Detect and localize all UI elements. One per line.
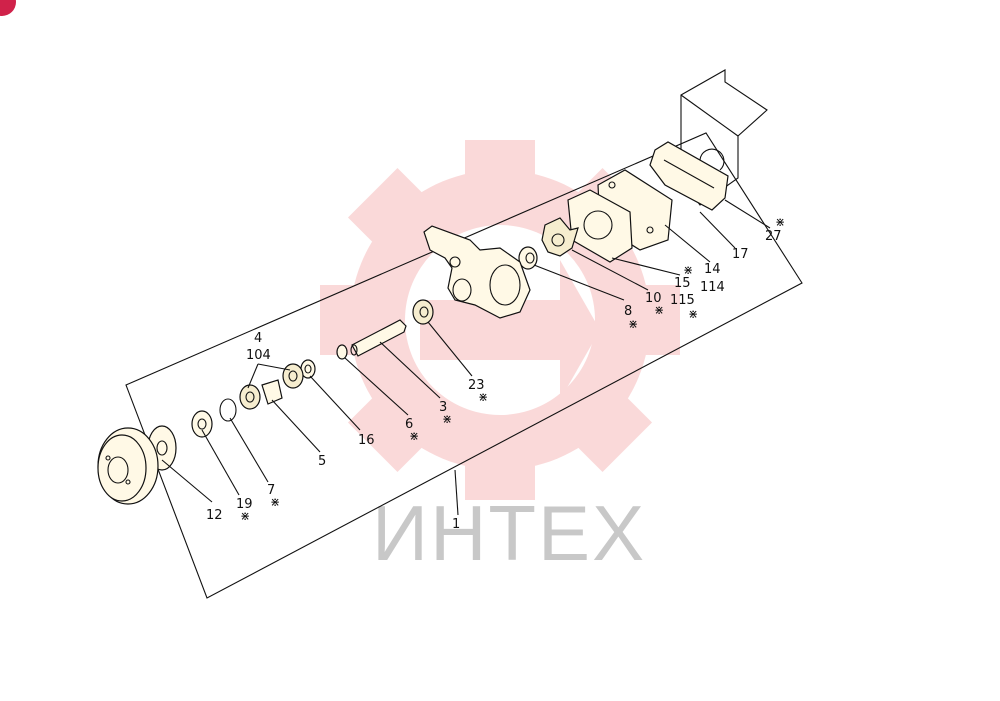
callout-104: 104: [246, 348, 271, 363]
callout-10: 10: [645, 291, 662, 306]
callout-16: 16: [358, 433, 375, 448]
star-115: ⋇: [688, 307, 698, 321]
star-3: ⋇: [442, 412, 452, 426]
star-marks: ⋇ ⋇ ⋇ ⋇ ⋇ ⋇ ⋇ ⋇ ⋇ ⋇: [240, 215, 785, 523]
star-19: ⋇: [240, 509, 250, 523]
callout-4: 4: [254, 331, 262, 346]
hub-19: [191, 410, 213, 438]
callout-114: 114: [700, 280, 725, 295]
callout-3: 3: [439, 400, 447, 415]
callout-labels: 4 104 12 19 7 5 16 6 3 23 8 10 15 115 14…: [206, 229, 782, 532]
impeller-10: [541, 217, 579, 257]
callout-115: 115: [670, 293, 695, 308]
callout-12: 12: [206, 508, 223, 523]
watermark-text: ИНТЕХ: [372, 489, 646, 577]
shaft-3: [350, 319, 407, 357]
snap-ring-7: [219, 398, 237, 422]
callout-7: 7: [267, 483, 275, 498]
leader-lines: [161, 199, 771, 516]
callout-14: 14: [704, 262, 721, 277]
assembly-outline: [125, 132, 803, 599]
callout-27: 27: [765, 229, 782, 244]
snap-ring-6: [336, 344, 348, 360]
star-27: ⋇: [775, 215, 785, 229]
callout-23: 23: [468, 378, 485, 393]
bearing-4: [282, 363, 304, 389]
star-6: ⋇: [409, 429, 419, 443]
callout-8: 8: [624, 304, 632, 319]
star-15: ⋇: [683, 263, 693, 277]
star-7: ⋇: [270, 495, 280, 509]
callout-1: 1: [452, 517, 460, 532]
callout-6: 6: [405, 417, 413, 432]
star-10: ⋇: [654, 303, 664, 317]
pulley: [97, 427, 159, 505]
seal-8: [518, 246, 538, 270]
star-8: ⋇: [628, 317, 638, 331]
bearing-23: [412, 299, 434, 325]
callout-5: 5: [318, 454, 326, 469]
gasket-17: [649, 141, 729, 211]
watermark-logo: [320, 140, 680, 500]
callout-19: 19: [236, 497, 253, 512]
callout-15: 15: [674, 276, 691, 291]
corner-badge: [0, 0, 16, 16]
spacer-5: [261, 379, 283, 405]
star-23: ⋇: [478, 390, 488, 404]
callout-17: 17: [732, 247, 749, 262]
pump-housing: [423, 225, 531, 319]
bearing-104: [239, 384, 261, 410]
